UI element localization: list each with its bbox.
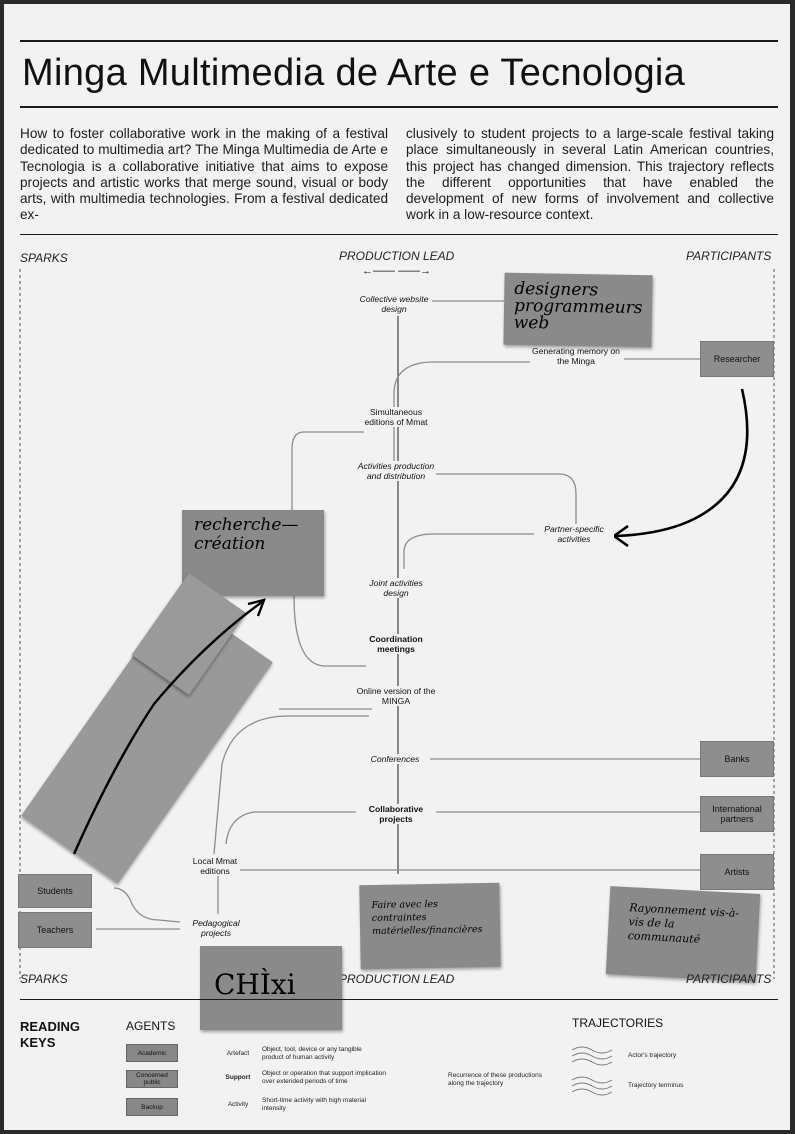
handdrawn-arrow bbox=[72, 598, 266, 855]
legend-recurrence: Recurrence of these productions along th… bbox=[448, 1072, 542, 1087]
reading-keys-heading: READING KEYS bbox=[20, 1019, 80, 1050]
node-conferences: Conferences bbox=[360, 754, 430, 764]
agent-artists: Artists bbox=[700, 854, 774, 890]
node-collaborative-projects: Collaborative projects bbox=[356, 804, 436, 824]
sticky-chixi-text: CHÌxi bbox=[214, 968, 296, 1001]
participants-label-bottom: PARTICIPANTS bbox=[686, 972, 772, 986]
agent-students: Students bbox=[18, 874, 92, 908]
legend-artefact-desc: Object, tool, device or any tangible pro… bbox=[262, 1046, 362, 1061]
node-pedagogical: Pedagogical projects bbox=[180, 918, 252, 938]
sparks-label-top: SPARKS bbox=[20, 251, 68, 265]
legend-artefact: Artefact bbox=[226, 1050, 250, 1057]
agent-researcher: Researcher bbox=[700, 341, 774, 377]
agent-teachers: Teachers bbox=[18, 912, 92, 948]
trajectory-wave-icons bbox=[571, 1046, 613, 1096]
intro-rule bbox=[20, 234, 778, 235]
direction-arrows: ←—— ——→ bbox=[362, 265, 432, 277]
node-joint-activities: Joint activities design bbox=[356, 578, 436, 598]
agent-banks: Banks bbox=[700, 741, 774, 777]
legend-backup: Backup bbox=[126, 1098, 178, 1116]
production-lead-label-top: PRODUCTION LEAD bbox=[339, 249, 455, 263]
legend-rule bbox=[20, 999, 778, 1000]
node-generating-memory: Generating memory on the Minga bbox=[530, 346, 622, 366]
legend-activity: Activity bbox=[227, 1101, 249, 1108]
participants-label-top: PARTICIPANTS bbox=[686, 249, 772, 263]
title-rule bbox=[20, 106, 778, 108]
legend-support: Support bbox=[225, 1074, 251, 1081]
node-simultaneous-editions: Simultaneous editions of Mmat bbox=[356, 407, 436, 427]
poster-title: Minga Multimedia de Arte e Tecnologia bbox=[22, 52, 686, 94]
node-online-version: Online version of the MINGA bbox=[356, 686, 436, 706]
agent-international-partners: International partners bbox=[700, 796, 774, 832]
sticky-chixi: CHÌxi bbox=[200, 946, 342, 1030]
top-rule bbox=[20, 40, 778, 42]
sticky-recherche: recherche— création bbox=[182, 510, 324, 596]
sparks-label-bottom: SPARKS bbox=[20, 972, 68, 986]
poster: Minga Multimedia de Arte e Tecnologia Ho… bbox=[4, 4, 790, 1130]
node-local-mmat: Local Mmat editions bbox=[190, 856, 240, 876]
legend-actors-trajectory: Actor's trajectory bbox=[628, 1052, 677, 1059]
legend-support-desc: Object or operation that support implica… bbox=[262, 1070, 386, 1085]
legend-trajectory-terminus: Trajectory terminus bbox=[628, 1082, 684, 1089]
intro-column-2: clusively to student projects to a large… bbox=[406, 126, 774, 223]
legend-concerned-public: Concerned public bbox=[126, 1070, 178, 1088]
agents-heading: AGENTS bbox=[126, 1019, 176, 1033]
production-lead-label-bottom: PRODUCTION LEAD bbox=[339, 972, 455, 986]
node-coordination: Coordination meetings bbox=[356, 634, 436, 654]
legend-activity-desc: Short-time activity with high material i… bbox=[262, 1097, 367, 1112]
intro-column-1: How to foster collaborative work in the … bbox=[20, 126, 388, 223]
trajectories-heading: TRAJECTORIES bbox=[572, 1016, 664, 1030]
node-partner-specific: Partner-specific activities bbox=[534, 524, 614, 544]
node-activities-production: Activities production and distribution bbox=[356, 461, 436, 481]
sticky-recherche-text: recherche— création bbox=[194, 515, 299, 554]
node-collective-website: Collective website design bbox=[356, 294, 432, 314]
legend-academic: Academic bbox=[126, 1044, 178, 1062]
